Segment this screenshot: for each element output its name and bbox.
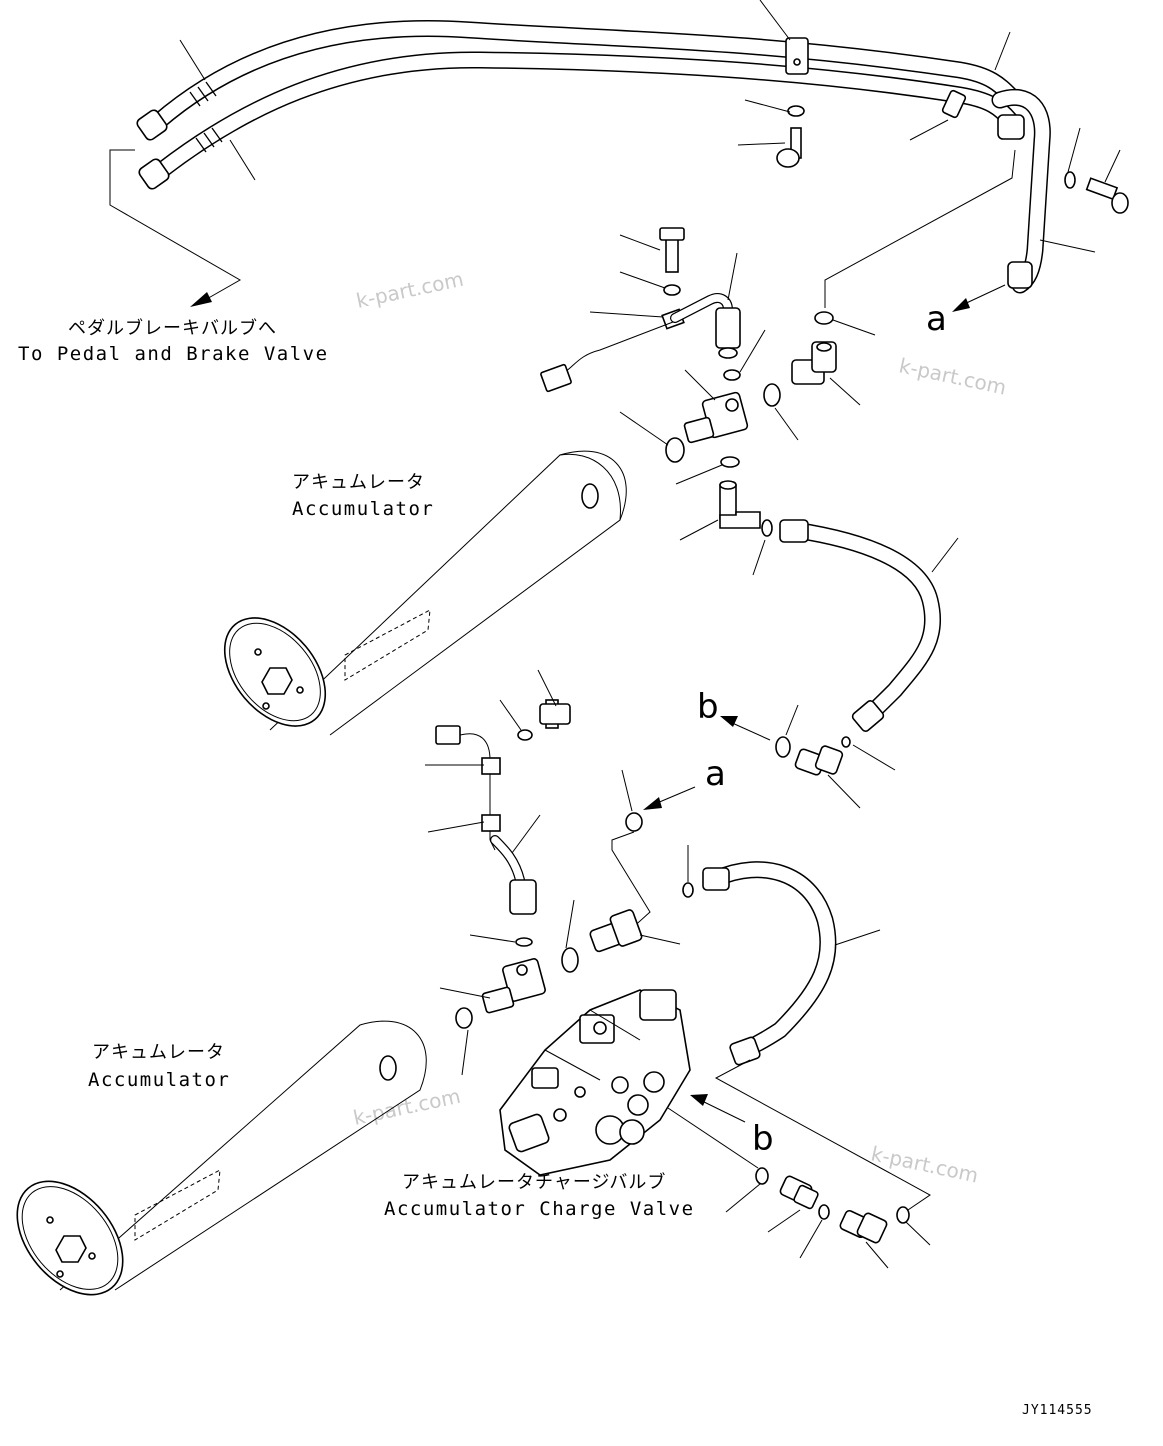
leader-lines-top bbox=[179, 0, 1121, 253]
leader-lines-upper-switch bbox=[589, 234, 766, 373]
bottom-union-fitting bbox=[779, 1175, 819, 1210]
oring-a-mid bbox=[625, 812, 643, 832]
elbow-b-mid bbox=[794, 736, 851, 776]
drawing-code: JY114555 bbox=[1022, 1403, 1093, 1418]
upper-tee-fitting bbox=[665, 383, 781, 468]
charge-valve-label-en: Accumulator Charge Valve bbox=[384, 1198, 695, 1220]
pedal-arrow bbox=[190, 292, 212, 307]
connection-b-mid: b bbox=[697, 687, 719, 727]
upper-accumulator bbox=[223, 450, 627, 736]
middle-hose bbox=[779, 519, 959, 732]
watermark-3: k-part.com bbox=[351, 1084, 463, 1130]
pedal-connection-bracket bbox=[109, 149, 242, 301]
a-connection-mid bbox=[611, 831, 651, 931]
upper-brake-hose-1 bbox=[136, 19, 1019, 141]
accumulator-charge-valve bbox=[499, 989, 691, 1176]
upper-pressure-switch bbox=[540, 227, 741, 393]
lower-accumulator bbox=[16, 1020, 427, 1296]
upper-accumulator-label-jp: アキュムレータ bbox=[292, 472, 425, 493]
lower-hose bbox=[702, 861, 881, 1066]
upper-brake-hose-2 bbox=[138, 51, 1019, 190]
lower-elbow-fitting bbox=[561, 899, 681, 973]
pedal-valve-label-jp: ペダルブレーキバルブへ bbox=[68, 317, 277, 339]
leader-lines-upper-tee bbox=[619, 369, 861, 485]
bottom-elbow-fitting bbox=[839, 1209, 888, 1244]
hose-clamp bbox=[776, 37, 809, 168]
leader-lines-lower-switch bbox=[425, 669, 557, 943]
a-connection-top bbox=[824, 149, 1016, 308]
b-connection-bottom bbox=[714, 1059, 931, 1213]
lower-accumulator-label-jp: アキュムレータ bbox=[92, 1042, 225, 1063]
oring-b-mid bbox=[775, 736, 791, 758]
mid-elbow-fitting bbox=[679, 480, 773, 576]
connection-b-bottom: b bbox=[752, 1119, 774, 1159]
pedal-valve-label-en: To Pedal and Brake Valve bbox=[18, 343, 329, 365]
watermark-2: k-part.com bbox=[897, 353, 1009, 399]
lower-tee-fitting bbox=[439, 958, 546, 1076]
connection-a-top: a bbox=[926, 299, 947, 339]
watermark-1: k-part.com bbox=[354, 267, 466, 313]
lower-accumulator-label-en: Accumulator bbox=[88, 1069, 230, 1091]
charge-valve-label-jp: アキュムレータチャージバルブ bbox=[402, 1171, 666, 1193]
connection-a-mid: a bbox=[705, 754, 726, 794]
upper-accumulator-label-en: Accumulator bbox=[292, 498, 434, 520]
watermark-4: k-part.com bbox=[869, 1141, 981, 1187]
lower-pressure-switch bbox=[435, 699, 571, 947]
oring-top-a bbox=[814, 311, 834, 325]
right-pipe bbox=[941, 88, 1129, 294]
upper-elbow-fitting bbox=[791, 341, 837, 385]
